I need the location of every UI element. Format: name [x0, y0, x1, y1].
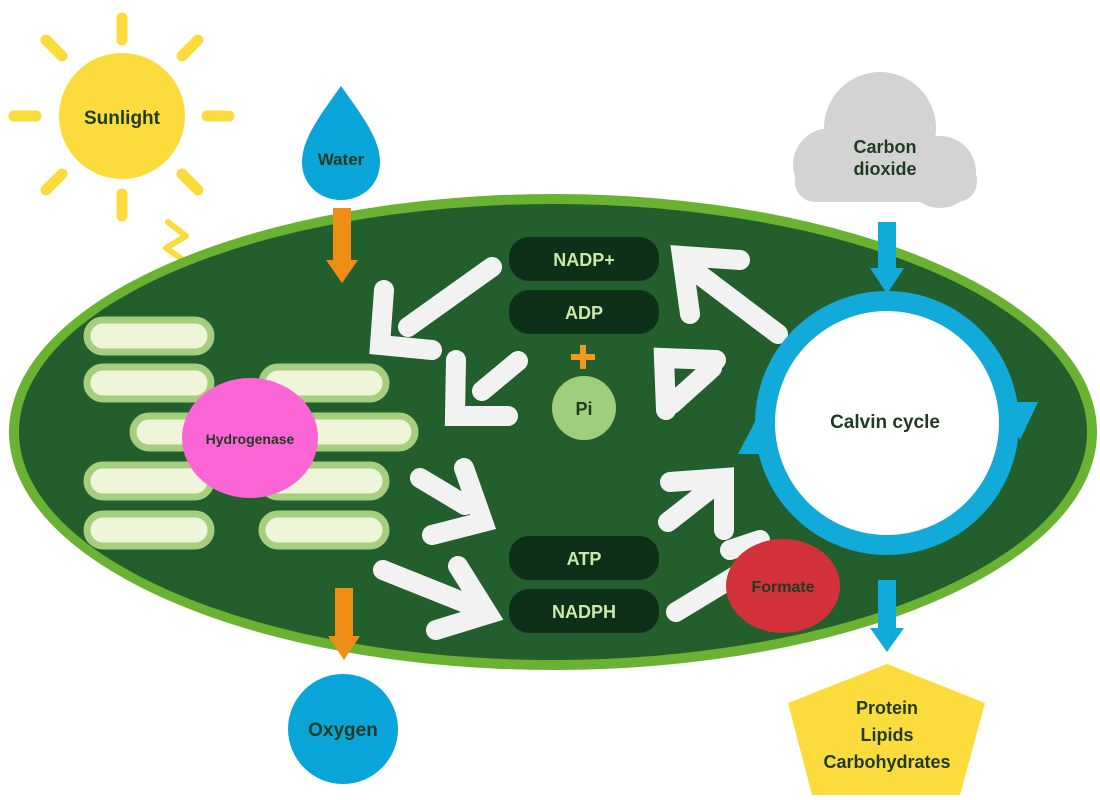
thylakoid [83, 363, 215, 403]
thylakoid [83, 316, 215, 356]
formate-label: Formate [751, 579, 814, 596]
thylakoid [83, 510, 215, 550]
products-output-arrow [870, 580, 904, 652]
arrow-thylakoid-to-nadph [373, 556, 504, 640]
arrow-adp-to-thylakoid [444, 350, 528, 426]
adp-label: ADP [565, 303, 603, 323]
atp-label: ATP [567, 549, 602, 569]
carbon-dioxide-cloud-icon: Carbon dioxide [793, 72, 977, 208]
water-input-arrow [326, 208, 358, 283]
arrow-formate-to-calvin [720, 530, 770, 560]
carbon-dioxide-label-line1: Carbon [854, 137, 917, 157]
hydrogenase-node: Hydrogenase [182, 378, 318, 498]
carbon-dioxide-label-line2: dioxide [853, 159, 916, 179]
arrow-nadp-to-thylakoid [369, 257, 502, 360]
product-label: Carbohydrates [823, 752, 950, 772]
pi-node: Pi [552, 376, 616, 440]
flow-arrows [369, 245, 788, 640]
sunlight-label: Sunlight [84, 108, 161, 129]
oxygen-label: Oxygen [308, 720, 378, 741]
nadp-plus-label: NADP+ [553, 250, 615, 270]
arrow-calvin-to-nadp [670, 245, 788, 344]
hydrogenase-label: Hydrogenase [206, 431, 295, 447]
water-label: Water [318, 150, 365, 169]
oxygen-output-arrow [328, 588, 360, 660]
arrow-thylakoid-to-atp [410, 458, 497, 545]
nadp-plus-pill: NADP+ [509, 237, 659, 281]
calvin-cycle-arrowhead-icon [1000, 402, 1038, 440]
adp-pill: ADP [509, 290, 659, 334]
formate-node: Formate [726, 539, 840, 633]
thylakoid [258, 510, 390, 550]
product-label: Lipids [861, 725, 914, 745]
nadph-label: NADPH [552, 602, 616, 622]
products-node: Protein Lipids Carbohydrates [788, 664, 985, 795]
plus-sign [571, 345, 595, 369]
arrow-calvin-to-adp [653, 347, 726, 420]
calvin-cycle-node: Calvin cycle [738, 291, 1038, 555]
sunlight-sun-icon: Sunlight [8, 12, 235, 222]
calvin-cycle-label: Calvin cycle [830, 412, 940, 433]
product-label: Protein [856, 698, 918, 718]
arrow-atp-to-calvin [658, 467, 734, 540]
water-drop-icon: Water [302, 86, 380, 200]
oxygen-node: Oxygen [288, 674, 398, 784]
atp-pill: ATP [509, 536, 659, 580]
calvin-cycle-arrowhead-icon [738, 416, 776, 454]
carbon-dioxide-input-arrow [870, 222, 904, 294]
pi-label: Pi [575, 399, 592, 419]
nadph-pill: NADPH [509, 589, 659, 633]
